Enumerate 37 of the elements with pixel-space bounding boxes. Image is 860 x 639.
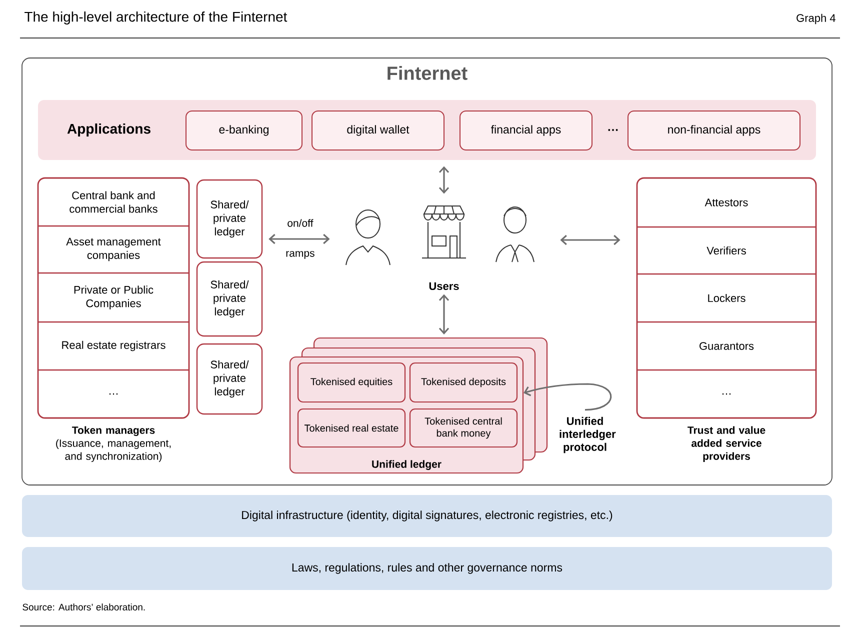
list-cell: Private or Public Companies [38,272,189,310]
title: The high-level architecture of the Finternet [24,11,288,25]
ellipsis: … [608,129,618,131]
list-cell: Lockers [637,273,816,302]
app-box: non-financial apps [628,110,800,150]
arrow [438,294,450,334]
app-box: financial apps [460,110,592,150]
stack-heading: Trust and value added service providers [688,426,766,462]
ledger-box: Shared/ private ledger [196,261,263,337]
list-cell: Guarantors [637,321,816,350]
list-cell: … [637,369,816,395]
layer-band: Laws, regulations, rules and other governance norms [22,547,832,590]
app-box: digital wallet [312,110,444,150]
list-cell: Asset management companies [38,225,189,262]
users-group: Users [429,282,459,290]
token-box: Tokenised equities [297,362,406,403]
list-cell: Verifiers [637,226,816,255]
ledger-box: Shared/ private ledger [196,179,263,259]
token-box: Tokenised central bank money [409,408,518,448]
arrow [560,234,620,246]
arrow [438,166,450,194]
arrow [268,234,330,244]
protocol-label: Unified interledger protocol [560,416,616,454]
ledger-box: Shared/ private ledger [196,343,263,415]
graph-number: Graph 4 [796,14,836,24]
token-box: Tokenised real estate [297,408,406,448]
arrow [524,383,612,411]
token-box: Tokenised deposits [409,362,518,403]
layer-band: Digital infrastructure (identity, digital signatures, electronic registries, etc.) [22,495,832,537]
stack-heading: Token managers (Issuance, management, and synchronization) [56,426,171,462]
list-cell: … [38,369,189,395]
app-box: e-banking [186,110,302,150]
list-cell: Real estate registrars [38,321,189,352]
list-cell: Attestors [704,198,748,206]
list-cell: Central bank and commercial banks [70,191,158,213]
source-note: Source: Authors’ elaboration. [22,604,145,610]
edge-label: on/off ramps [286,219,314,259]
